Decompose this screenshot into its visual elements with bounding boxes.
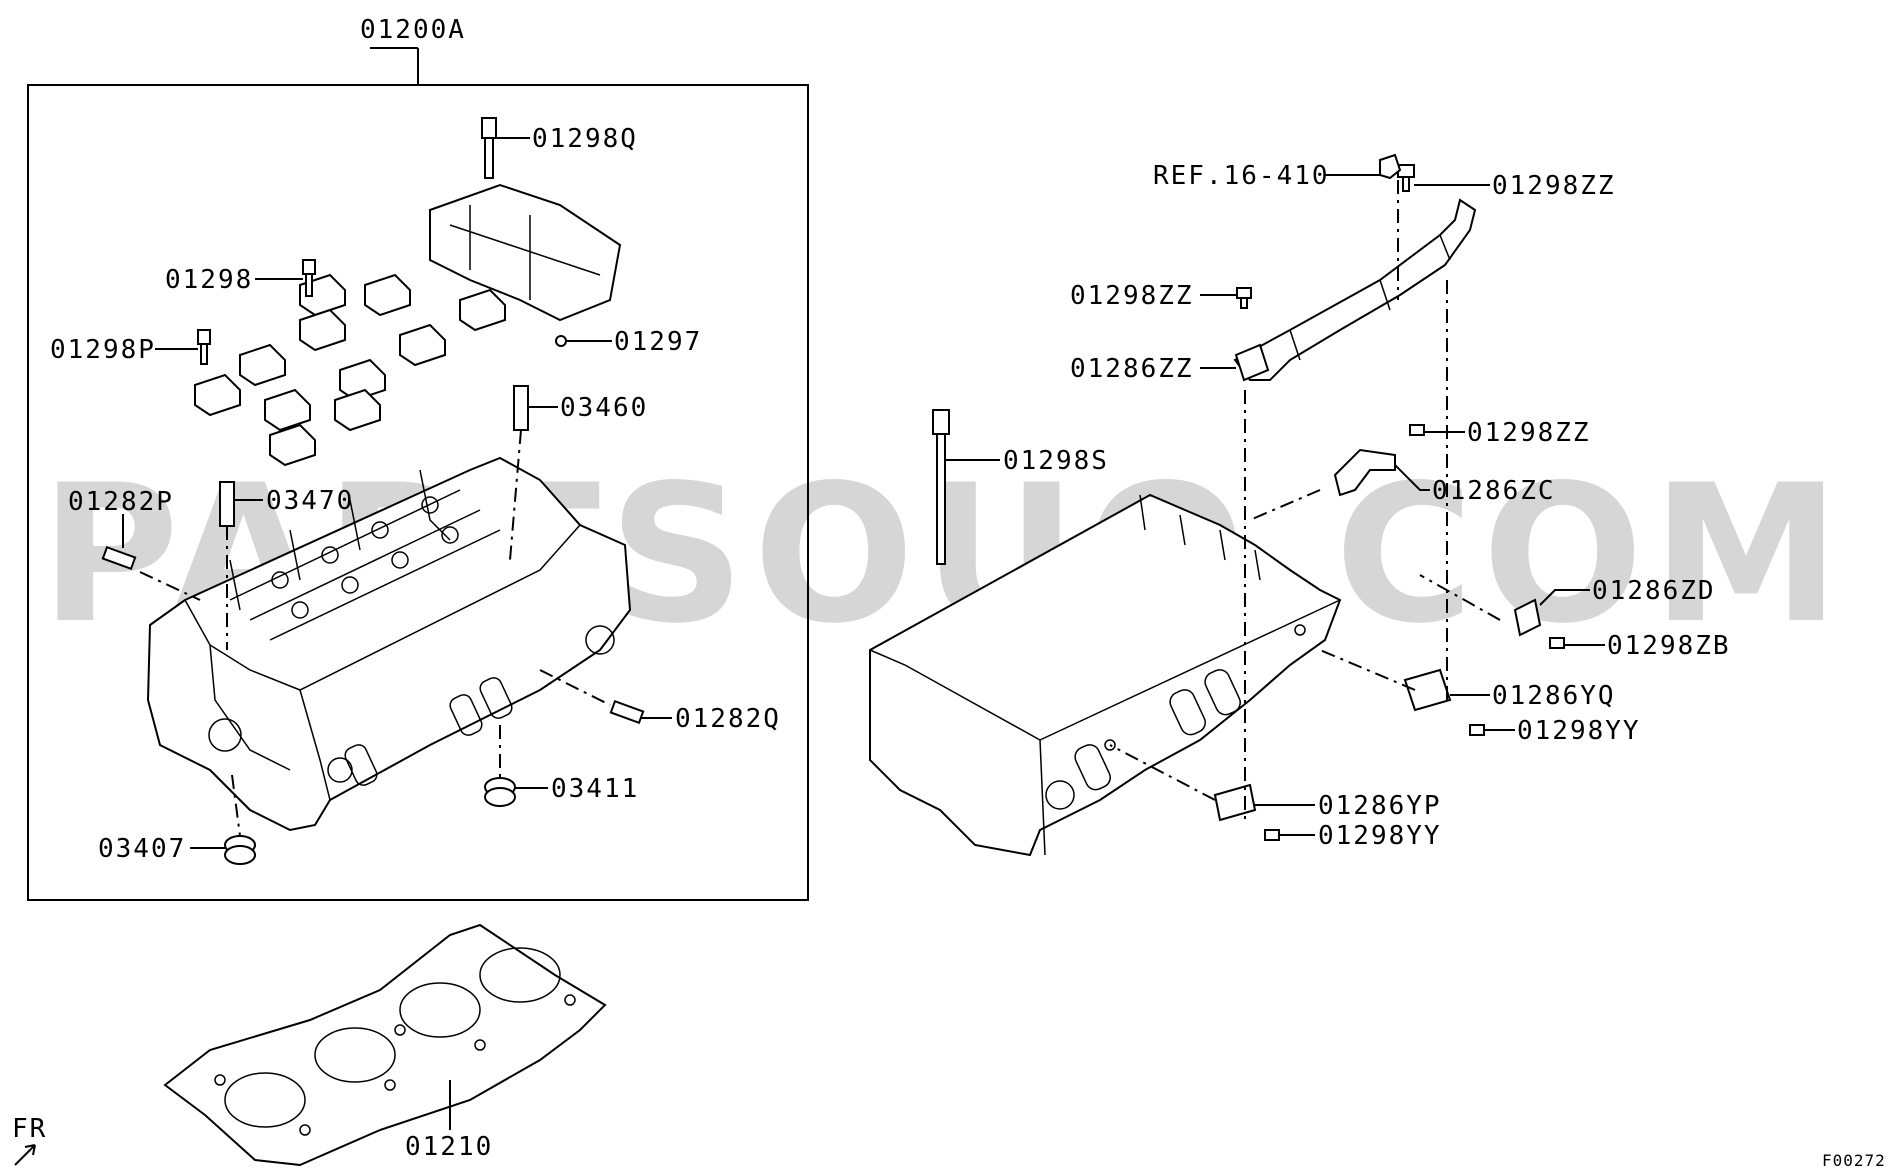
label-03470: 03470 — [266, 486, 354, 516]
label-01298: 01298 — [165, 265, 253, 295]
label-01298ZZ-left: 01298ZZ — [1070, 281, 1194, 311]
camshaft-bearing-caps — [194, 183, 622, 467]
fasteners-left — [101, 117, 645, 865]
label-01286YQ: 01286YQ — [1492, 681, 1616, 711]
label-01297: 01297 — [614, 327, 702, 357]
label-03407: 03407 — [98, 834, 186, 864]
label-ref-16-410: REF.16-410 — [1153, 161, 1330, 191]
fr-arrow-icon — [14, 1144, 36, 1166]
label-01298Q: 01298Q — [532, 124, 638, 154]
label-01282P: 01282P — [68, 487, 174, 517]
label-01286ZZ: 01286ZZ — [1070, 354, 1194, 384]
label-01286ZC: 01286ZC — [1432, 476, 1556, 506]
label-03411: 03411 — [551, 774, 639, 804]
label-03460: 03460 — [560, 393, 648, 423]
label-01210: 01210 — [405, 1132, 493, 1162]
label-01298P: 01298P — [50, 335, 156, 365]
cylinder-head-outline-right — [869, 493, 1342, 857]
label-01298S: 01298S — [1003, 446, 1109, 476]
label-01200A: 01200A — [360, 15, 466, 45]
label-01298ZB: 01298ZB — [1607, 631, 1731, 661]
label-01298YY-bottom: 01298YY — [1318, 821, 1442, 851]
callout-labels: 01200A 01298Q 01298 01298P 01297 03460 0… — [12, 15, 1886, 1170]
label-01286ZD: 01286ZD — [1592, 576, 1716, 606]
label-01298ZZ-mid: 01298ZZ — [1467, 418, 1591, 448]
label-01298YY-right: 01298YY — [1517, 716, 1641, 746]
label-01282Q: 01282Q — [675, 704, 781, 734]
cylinder-head-drawing — [146, 456, 632, 832]
label-01286YP: 01286YP — [1318, 791, 1442, 821]
label-01298ZZ-top: 01298ZZ — [1492, 171, 1616, 201]
figure-code: F00272 — [1822, 1151, 1886, 1170]
head-gasket-drawing — [163, 923, 607, 1167]
harness-brackets — [932, 153, 1565, 841]
label-fr: FR — [12, 1114, 47, 1144]
